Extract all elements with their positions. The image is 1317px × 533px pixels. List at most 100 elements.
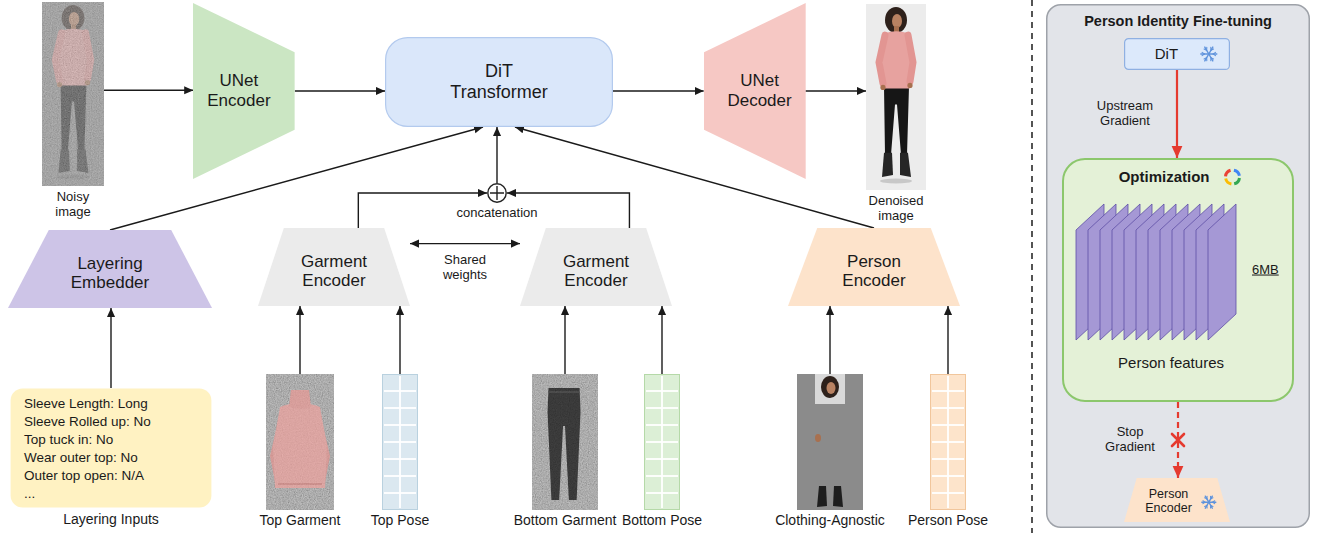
text-slot: 6MB [1252,263,1279,278]
sleeve [879,35,885,83]
shape-layer [42,2,104,186]
trapezoid-shape [788,228,960,306]
garment-image: Top Garment [266,374,334,510]
text-slot: Top Garment [260,512,341,528]
input-image: Noisy image [42,2,104,186]
connector [515,127,874,228]
text-slot: Wear outer top: No [24,450,138,466]
box-shape [1125,39,1230,70]
face [892,14,902,28]
text-slot: Outer top open: N/A [24,468,144,484]
person-image: Clothing-Agnostic [797,374,863,510]
connector [947,306,948,374]
person-figure [815,374,845,507]
separator-line [1031,0,1033,533]
text-slot: Bottom Garment [514,512,617,528]
text-slot: Sleeve Rolled up: No [24,414,151,430]
pose-grid [384,376,416,508]
feature-stack [1076,204,1236,340]
block-label: DiT Transformer [443,61,555,102]
refresh-icon [1224,169,1241,186]
pose-map: Person Pose [930,374,966,510]
connector [110,308,111,388]
shape-layer [382,374,418,510]
boot [817,486,827,507]
feature-slice [1208,204,1236,340]
trapezoid-shape [8,230,212,308]
connector [829,306,830,374]
block-label: Garment Encoder [288,252,380,291]
block-label: UNet Decoder [724,71,796,110]
shape-layer [266,374,334,510]
encoder-block: Garment Encoder [258,228,410,306]
feature-label: Person features [1118,354,1224,371]
panel-title: Person Identity Fine-tuning [1084,13,1272,30]
text-slot: ... [24,486,35,502]
face [827,382,836,394]
attribute-line: Sleeve Rolled up: No [24,414,151,430]
text-slot: UNet Encoder [203,71,275,110]
text-slot: Bottom Pose [622,512,702,528]
image-ground [266,374,334,510]
connector [564,306,565,374]
text-slot: Person Pose [908,512,988,528]
icon-arc [1234,178,1241,186]
pose-map: Top Pose [382,374,418,510]
finetune-panel: Person Identity Fine-tuningDiTOptimizati… [1046,4,1310,528]
image-caption: Clothing-Agnostic [775,512,885,528]
connector [295,90,385,91]
encoder-block: UNet Encoder [193,3,295,179]
edge-label: Upstream Gradient [1090,98,1160,130]
noise-texture [266,374,334,510]
text-slot: Top Pose [371,512,429,528]
trapezoid-shape [1124,478,1230,522]
text-slot: DiT [1155,45,1178,62]
text-slot: Layering Embedder [54,254,166,293]
box-shape [11,389,212,508]
transformer-block: DiT Transformer [385,37,613,127]
symbol-caption: concatenation [457,206,538,221]
text-slot: Denoised image [859,194,933,224]
noise-texture [42,2,104,186]
boot [882,153,893,177]
text-slot: Sleeve Length: Long [24,396,148,412]
head-patch [815,374,845,404]
connector [410,243,520,244]
connector [110,127,483,230]
edge-label-slot: Shared weights [433,252,497,284]
stop-mark [1172,434,1184,446]
image-caption: Top Garment [260,512,341,528]
boot [900,153,911,177]
concat-symbol: concatenation [487,183,507,203]
attribute-line: ... [24,486,35,502]
edge-label: Stop Gradient [1098,424,1162,456]
text-slot: Noisy image [45,190,101,220]
connector [104,90,193,91]
box-shape [386,38,613,127]
shape-layer [797,374,863,510]
image-caption: Top Pose [371,512,429,528]
snowflake-icon [1201,47,1217,61]
shape-layer [644,374,680,510]
pose-ground [931,375,966,510]
hair [885,7,907,33]
attribute-line: Wear outer top: No [24,450,138,466]
block-label: Layering Embedder [54,254,166,293]
attribute-line: Sleeve Length: Long [24,396,148,412]
text-slot: Person Identity Fine-tuning [1084,13,1272,30]
connector [496,127,497,183]
image-caption: Denoised image [859,194,933,224]
text-slot: Layering Inputs [63,511,159,527]
text-slot: concatenation [457,206,538,221]
edge-label-slot: Stop Gradient [1098,424,1162,456]
image-ground [866,4,926,190]
frozen-block: DiT [1124,38,1230,70]
shape-layer [866,4,926,190]
plus-sign [490,186,504,200]
box-shape [1063,159,1293,401]
attribute-box: Sleeve Length: LongSleeve Rolled up: NoT… [10,388,212,508]
image-ground [797,374,863,510]
encoder-block: Person Encoder [788,228,960,306]
panel-layer [1047,5,1310,528]
